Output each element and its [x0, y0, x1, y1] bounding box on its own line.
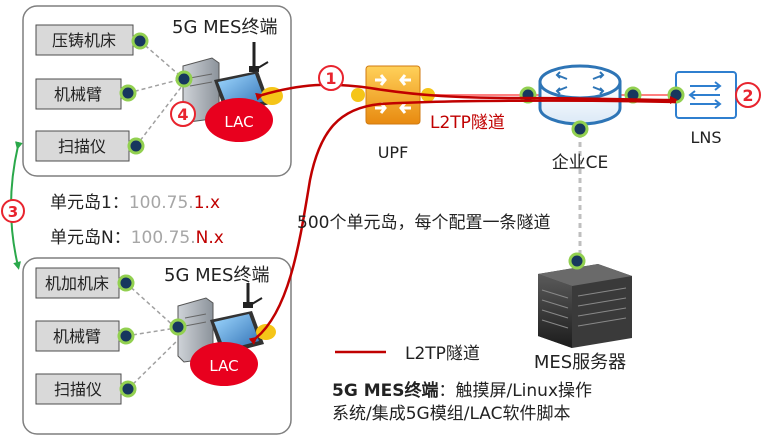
ce-label: 企业CE — [552, 153, 609, 173]
terminal-port-top — [175, 70, 193, 88]
address-row-1-label: 单元岛N： — [50, 228, 131, 248]
address-row-0: 单元岛1：100.75.1.x — [50, 193, 220, 213]
step-badge-4: 4 — [170, 101, 196, 127]
device-top-1-label: 机械臂 — [54, 85, 102, 104]
address-row-0-prefix: 100.75. — [129, 193, 194, 213]
lns-label: LNS — [690, 128, 721, 147]
address-row-0-suffix: 1.x — [194, 193, 220, 213]
ce-router: 企业CE — [538, 64, 622, 173]
device-top-0: 压铸机床 — [35, 24, 149, 56]
device-bottom-2: 扫描仪 — [35, 373, 137, 405]
svg-text:3: 3 — [8, 203, 18, 221]
antenna-icon — [249, 42, 269, 72]
device-bottom-2-label: 扫描仪 — [54, 380, 102, 399]
mes-server-icon — [538, 264, 632, 348]
terminal-port-bottom — [169, 318, 187, 336]
description-term: 5G MES终端 — [332, 380, 438, 401]
lac-bottom — [190, 342, 258, 386]
lac-top — [205, 98, 273, 142]
upf-node: UPF — [365, 65, 421, 162]
lac-top-label: LAC — [224, 113, 253, 131]
device-bottom-0: 机加机床 — [35, 267, 135, 299]
device-bottom-1-label: 机械臂 — [53, 327, 101, 346]
description-line-1: 5G MES终端：触摸屏/Linux操作 — [332, 380, 592, 401]
tunnel-label: L2TP隧道 — [430, 113, 505, 133]
server-port — [568, 252, 586, 270]
address-row-1-prefix: 100.75. — [131, 228, 196, 248]
terminal-lan-port-bottom — [256, 324, 276, 340]
device-bottom-0-label: 机加机床 — [45, 274, 109, 293]
unit-island-top: 压铸机床 机械臂 扫描仪 5G MES终端 — [22, 5, 292, 177]
address-row-0-label: 单元岛1： — [50, 193, 129, 213]
lac-bottom-label: LAC — [209, 357, 238, 375]
ce-port-bottom — [571, 120, 589, 138]
antenna-icon — [243, 283, 263, 308]
description: 5G MES终端：触摸屏/Linux操作 系统/集成5G模组/LAC软件脚本 — [332, 380, 592, 424]
server-label: MES服务器 — [534, 352, 626, 373]
lns-node: LNS — [675, 71, 737, 147]
step-badge-1: 1 — [318, 65, 344, 91]
address-list: 单元岛1：100.75.1.x 单元岛N：100.75.N.x — [50, 193, 224, 248]
svg-text:1: 1 — [325, 69, 336, 88]
address-row-1-suffix: N.x — [196, 228, 224, 248]
terminal-title-top: 5G MES终端 — [172, 17, 277, 38]
device-top-1: 机械臂 — [35, 78, 137, 110]
upf-label: UPF — [378, 143, 409, 162]
svg-text:4: 4 — [177, 105, 188, 124]
legend-tunnel-label: L2TP隧道 — [405, 344, 480, 364]
address-row-1: 单元岛N：100.75.N.x — [50, 228, 224, 248]
device-bottom-1: 机械臂 — [35, 320, 135, 352]
multi-unit-note: 500个单元岛，每个配置一条隧道 — [297, 213, 550, 233]
unit-island-bottom: 机加机床 机械臂 扫描仪 5G MES终端 LAC — [22, 257, 292, 435]
step-badge-3: 3 — [1, 199, 25, 223]
upf-port-left — [351, 88, 365, 102]
terminal-title-bottom: 5G MES终端 — [164, 265, 269, 286]
device-top-2: 扫描仪 — [35, 130, 145, 162]
device-top-0-label: 压铸机床 — [52, 31, 116, 50]
device-top-2-label: 扫描仪 — [58, 137, 106, 156]
step-badge-2: 2 — [735, 82, 761, 108]
svg-text:2: 2 — [742, 86, 753, 105]
description-line-2: 系统/集成5G模组/LAC软件脚本 — [332, 404, 571, 424]
tunnel-bottom — [248, 99, 677, 345]
legend: L2TP隧道 — [335, 344, 480, 364]
